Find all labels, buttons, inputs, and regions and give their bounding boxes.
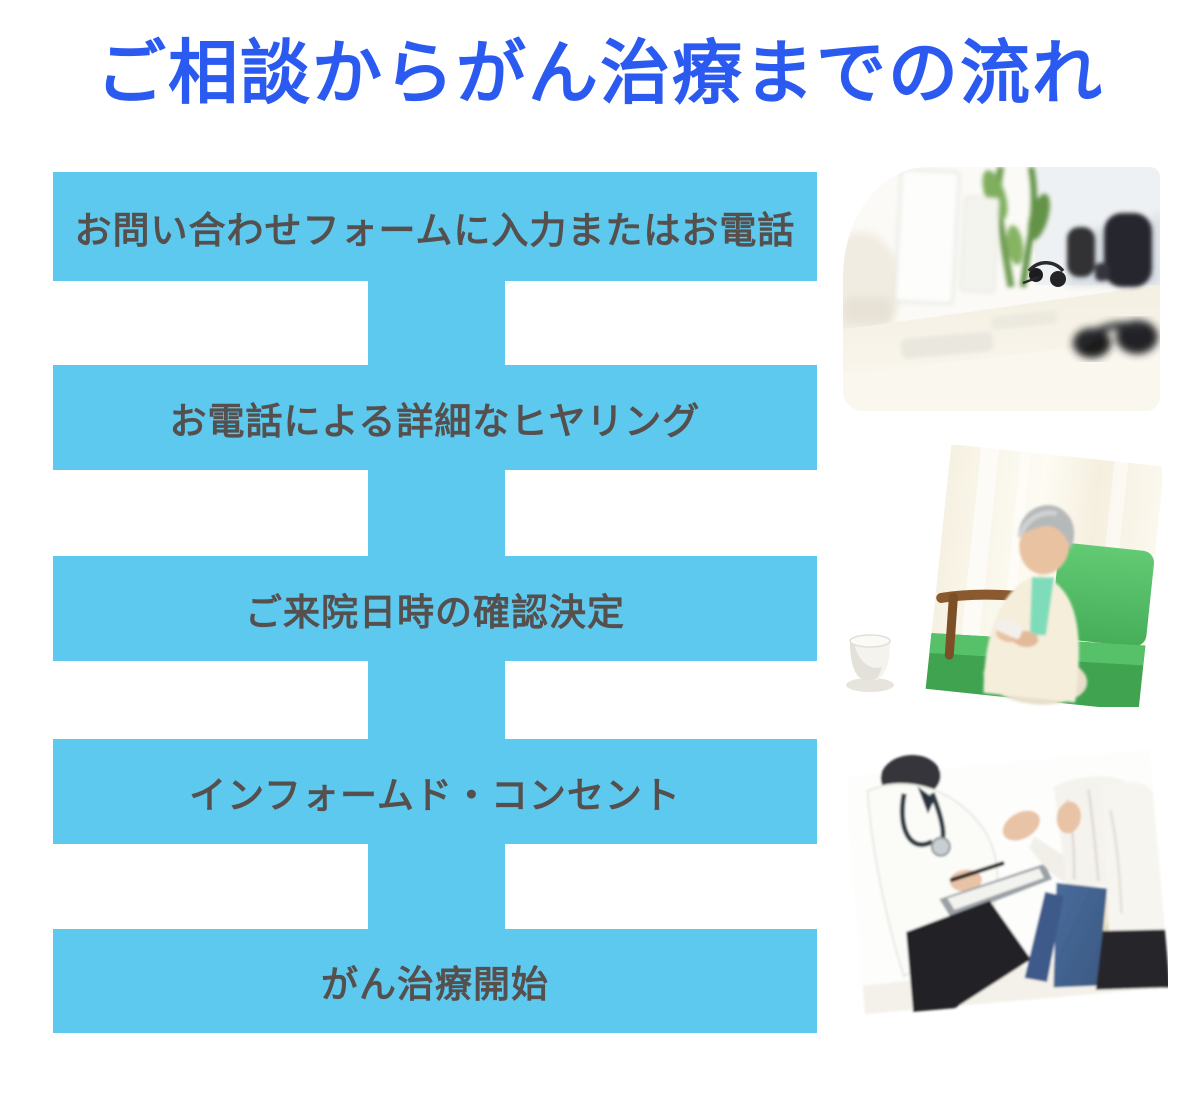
flow-step-label: ご来院日時の確認決定 — [245, 589, 625, 634]
flow-connector-2 — [368, 466, 505, 561]
flow-step-contact-form: お問い合わせフォームに入力またはお電話 — [53, 172, 817, 281]
flow-step-label: お問い合わせフォームに入力またはお電話 — [74, 207, 796, 252]
doctor-consultation-photo — [848, 735, 1168, 1025]
flow-connector-3 — [368, 656, 505, 744]
flow-step-label: お電話による詳細なヒヤリング — [169, 398, 701, 443]
flow-step-phone-hearing: お電話による詳細なヒヤリング — [53, 365, 817, 470]
flow-connector-1 — [368, 276, 505, 370]
flow-step-treatment-start: がん治療開始 — [53, 929, 817, 1033]
call-center-desk-photo — [843, 167, 1160, 411]
flow-step-informed-consent: インフォームド・コンセント — [53, 739, 817, 844]
page-title: ご相談からがん治療までの流れ — [96, 31, 1104, 114]
elderly-woman-sofa-photo — [840, 445, 1162, 707]
flow-connector-4 — [368, 839, 505, 934]
flow-step-visit-schedule: ご来院日時の確認決定 — [53, 556, 817, 661]
flow-step-label: インフォームド・コンセント — [189, 772, 681, 817]
flow-step-label: がん治療開始 — [321, 962, 549, 1006]
